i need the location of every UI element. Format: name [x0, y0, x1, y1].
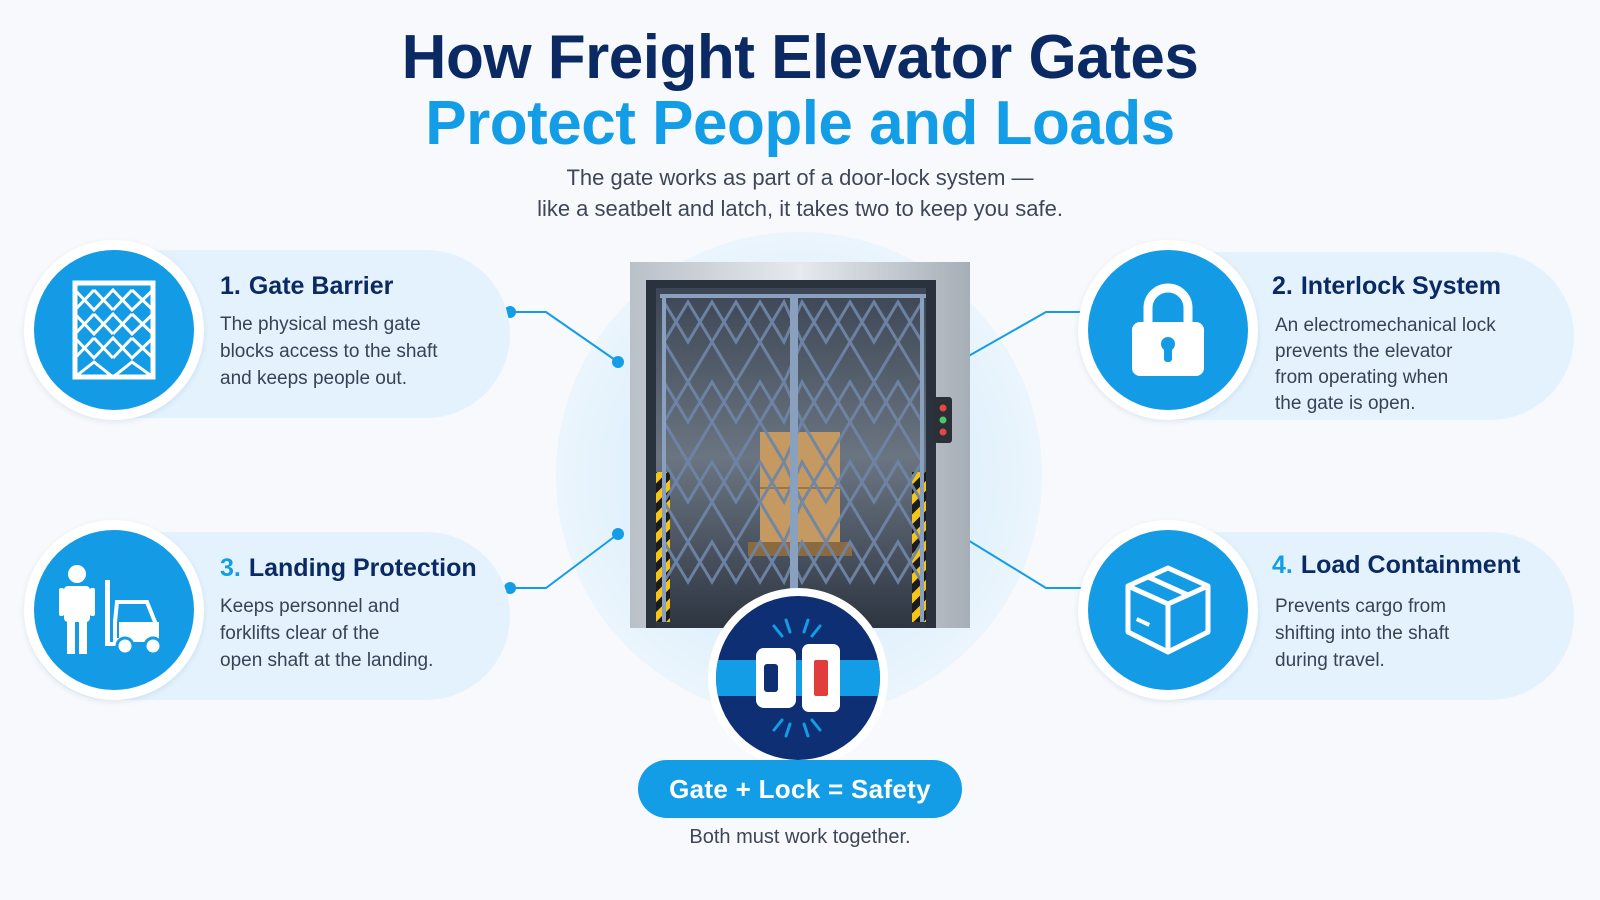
seatbelt-buckle-icon	[716, 618, 880, 738]
card-4-line-1: Prevents cargo from	[1275, 596, 1447, 617]
card-3-line-1: Keeps personnel and	[220, 596, 400, 617]
freight-elevator-illustration	[630, 262, 970, 628]
connector-3	[510, 533, 619, 589]
card-3-number: 3.	[220, 554, 241, 582]
box-icon	[1125, 565, 1211, 655]
connector-4	[957, 533, 1090, 589]
title-line-2: Protect People and Loads	[425, 89, 1175, 158]
card-2-line-4: the gate is open.	[1275, 393, 1416, 414]
card-4-title: 4.Load Containment	[1272, 551, 1520, 580]
card-1-line-3: and keeps people out.	[220, 368, 407, 389]
card-3-line-2: forklifts clear of the	[220, 623, 380, 644]
card-1-line-1: The physical mesh gate	[220, 314, 421, 335]
subtitle: The gate works as part of a door-lock sy…	[0, 162, 1600, 224]
padlock-icon	[1132, 283, 1204, 376]
card-2-number: 2.	[1272, 272, 1293, 300]
subtitle-line-1: The gate works as part of a door-lock sy…	[566, 165, 1034, 190]
connector-1	[510, 311, 619, 363]
connector-2	[957, 311, 1090, 363]
card-2-title-text: Interlock System	[1300, 272, 1501, 300]
card-1-title: 1.Gate Barrier	[220, 272, 393, 301]
load-icon-circle	[1078, 520, 1258, 700]
mesh-gate-icon	[72, 280, 156, 380]
gate-barrier-icon-circle	[24, 240, 204, 420]
card-4-description: Prevents cargo from shifting into the sh…	[1275, 593, 1449, 674]
card-3-title-text: Landing Protection	[248, 554, 477, 582]
card-4-number: 4.	[1272, 551, 1293, 579]
caption: Both must work together.	[689, 826, 911, 848]
subtitle-line-2: like a seatbelt and latch, it takes two …	[537, 196, 1063, 221]
card-2-line-2: prevents the elevator	[1275, 341, 1453, 362]
card-1-line-2: blocks access to the shaft	[220, 341, 438, 362]
formula-pill: Gate + Lock = Safety	[638, 760, 962, 818]
seatbelt-badge	[708, 588, 888, 768]
card-1-number: 1.	[220, 272, 241, 300]
card-2-line-3: from operating when	[1275, 367, 1449, 388]
card-4-line-2: shifting into the shaft	[1275, 623, 1450, 644]
landing-icon-circle	[24, 520, 204, 700]
title-line-1: How Freight Elevator Gates	[401, 23, 1199, 92]
card-2-line-1: An electromechanical lock	[1275, 315, 1496, 336]
person-forklift-icon	[59, 565, 163, 656]
interlock-icon-circle	[1078, 240, 1258, 420]
card-3-title: 3.Landing Protection	[220, 554, 477, 583]
card-4-title-text: Load Containment	[1300, 551, 1521, 579]
card-2-description: An electromechanical lock prevents the e…	[1275, 313, 1496, 417]
card-3-description: Keeps personnel and forklifts clear of t…	[220, 593, 433, 674]
card-1-description: The physical mesh gate blocks access to …	[220, 311, 438, 392]
card-4-line-3: during travel.	[1275, 650, 1385, 671]
card-1-title-text: Gate Barrier	[248, 272, 394, 300]
card-3-line-3: open shaft at the landing.	[220, 650, 434, 671]
card-2-title: 2.Interlock System	[1272, 272, 1501, 301]
